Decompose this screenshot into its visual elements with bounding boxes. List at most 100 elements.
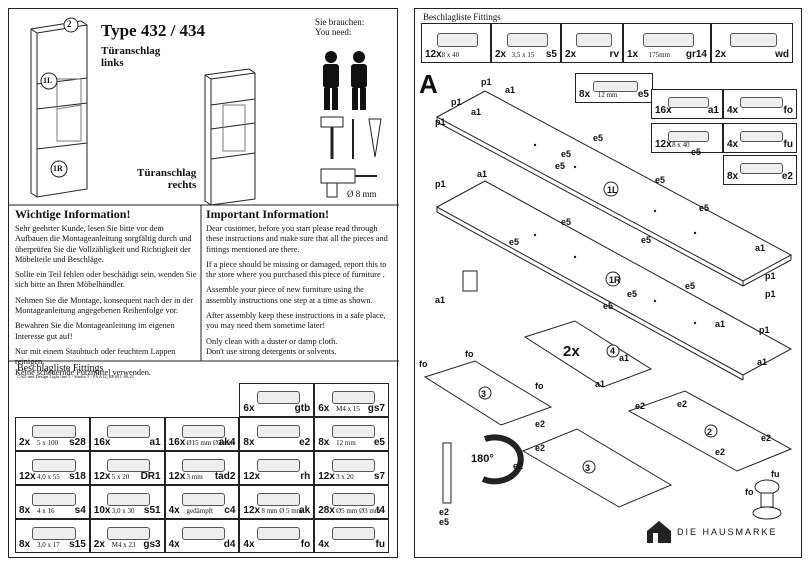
marker-1L: 1L — [43, 76, 53, 85]
fitting-code: s5 — [545, 49, 557, 60]
step-label: A — [419, 69, 438, 99]
fitting-qty: 16x — [93, 437, 111, 448]
diagram-label-a1: a1 — [477, 169, 488, 179]
fitting-code: s4 — [74, 505, 86, 516]
fitting-icon — [32, 425, 76, 438]
info-german-p4: Bewahren Sie die Montageanleitung im eig… — [15, 321, 175, 341]
fitting-icon — [730, 32, 778, 47]
diagram-label-e5: e5 — [603, 301, 614, 311]
info-english-p5: Only clean with a duster or damp cloth. … — [206, 336, 338, 356]
fitting-icon — [107, 459, 151, 472]
fitting-icon — [667, 130, 710, 142]
info-german-p1: Sehr geehrter Kunde, lesen Sie bitte vor… — [15, 224, 192, 264]
fitting-code: a1 — [707, 105, 719, 116]
fitting-icon — [331, 493, 375, 506]
diagram-label-e2: e2 — [535, 419, 546, 429]
fitting-code: s7 — [373, 471, 385, 482]
fitting-code: gr14 — [685, 49, 707, 60]
fitting-code: s15 — [69, 539, 86, 550]
fitting-icon — [182, 527, 226, 540]
fitting-icon — [643, 32, 694, 47]
fitting-qty: 8x — [243, 437, 255, 448]
fitting-code: t4 — [376, 505, 385, 516]
fitting-code: s51 — [143, 505, 161, 516]
fitting-qty: 12x — [93, 471, 111, 482]
fittings-title-left: Beschlagliste Fittings — [17, 363, 104, 374]
fitting-code: fu — [375, 539, 385, 550]
diagram-label-fo: fo — [535, 381, 544, 391]
fitting-code: e2 — [781, 171, 793, 182]
fitting-icon — [107, 425, 151, 438]
diagram-label-a1: a1 — [505, 85, 516, 95]
fitting-qty: 4x — [168, 539, 180, 550]
fitting-dim: 3,0 x 17 — [36, 541, 60, 549]
marker-2: 2 — [67, 19, 72, 29]
fitting-dim: 3 mm — [186, 473, 203, 481]
diagram-label-a1: a1 — [715, 319, 726, 329]
door-left-line-1: Türanschlag — [101, 45, 161, 57]
fitting-qty: 10x — [93, 505, 111, 516]
fitting-code: DR1 — [140, 471, 161, 482]
door-right-line-1: Türanschlag — [137, 167, 197, 179]
fitting-dim: 3 x 20 — [336, 473, 354, 481]
diagram-label-m3: 3 — [585, 463, 591, 473]
diagram-label-m2: 2 — [707, 427, 713, 437]
info-english-p1: Dear customer, before you start please r… — [206, 224, 388, 254]
fitting-qty: 4x — [727, 105, 739, 116]
diagram-label-e5: e5 — [641, 235, 652, 245]
marker-1R: 1R — [53, 164, 63, 173]
fitting-icon — [331, 459, 375, 472]
fitting-icon — [740, 96, 783, 108]
fittings-title-right: Beschlagliste Fittings — [423, 12, 501, 22]
diagram-label-e5: e5 — [555, 161, 566, 171]
fitting-dim: 5 x 20 — [111, 473, 130, 481]
fitting-qty: 4x — [727, 139, 739, 150]
diagram-label-e5: e5 — [627, 289, 638, 299]
fitting-code: gs7 — [367, 403, 385, 414]
info-german: Wichtige Information! Sehr geehrter Kund… — [15, 207, 197, 378]
fitting-dim: Ø5 mm Ø3 mm — [336, 507, 381, 515]
fitting-icon — [182, 425, 226, 438]
brand-name: DIE HAUSMARKE — [677, 527, 778, 537]
fitting-code: fu — [783, 139, 793, 150]
diagram-label-p1: p1 — [765, 271, 776, 281]
fitting-dim: 3,0 x 30 — [111, 507, 135, 515]
fitting-icon — [331, 425, 375, 438]
info-english-p3: Assemble your piece of new furniture usi… — [206, 285, 373, 305]
diagram-label-e2: e2 — [715, 447, 726, 457]
fitting-icon — [331, 527, 375, 540]
fitting-qty: 2x — [93, 539, 105, 550]
fitting-code: e5 — [373, 437, 385, 448]
diagram-label-e5: e5 — [685, 281, 696, 291]
fitting-qty: 8x — [727, 171, 739, 182]
diagram-label-p1: p1 — [451, 97, 462, 107]
fitting-icon — [182, 459, 226, 472]
drill-size: Ø 8 mm — [347, 189, 377, 199]
fitting-code: fo — [300, 539, 311, 550]
fitting-qty: 12x — [655, 139, 672, 150]
fitting-qty: 2x — [495, 49, 507, 60]
diagram-label-4: 4 — [610, 346, 616, 356]
fitting-code: ak4 — [218, 437, 236, 448]
diagram-label-e5: e5 — [593, 133, 604, 143]
fitting-icon — [740, 130, 783, 142]
diagram-label-e5: e5 — [699, 203, 710, 213]
door-right-label: Türanschlag rechts — [137, 167, 196, 191]
diagram-label-m3: 3 — [481, 389, 487, 399]
diagram-label-m1L: 1L — [607, 185, 618, 195]
fitting-qty: 12x — [318, 471, 335, 482]
